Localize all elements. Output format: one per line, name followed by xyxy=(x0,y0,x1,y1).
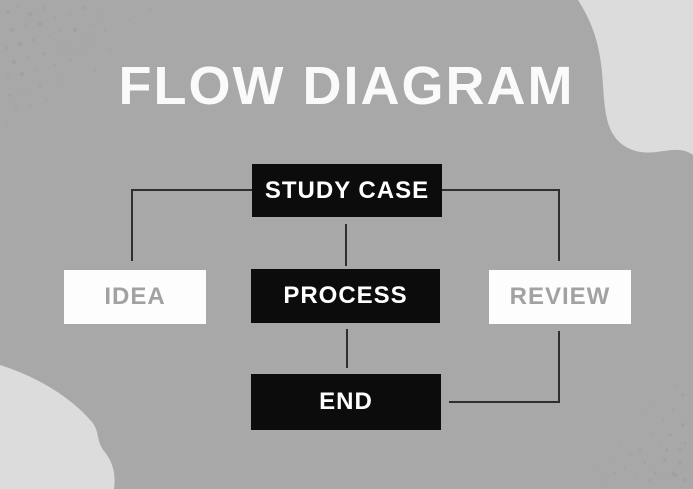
node-study-case: STUDY CASE xyxy=(252,164,442,217)
node-review: REVIEW xyxy=(489,270,631,324)
node-idea-label: IDEA xyxy=(104,283,166,310)
speckle-texture-top-left xyxy=(4,4,152,126)
blob-bottom-left xyxy=(0,365,115,489)
node-end-label: END xyxy=(319,388,373,415)
node-process: PROCESS xyxy=(251,269,440,323)
node-review-label: REVIEW xyxy=(509,283,611,310)
node-study-case-label: STUDY CASE xyxy=(264,176,430,204)
node-idea: IDEA xyxy=(64,270,206,324)
speckle-texture-bottom-right xyxy=(594,384,687,482)
page-title: FLOW DIAGRAM xyxy=(118,56,575,116)
node-end: END xyxy=(251,374,441,430)
blob-top-right xyxy=(578,0,693,155)
node-process-label: PROCESS xyxy=(283,282,408,309)
